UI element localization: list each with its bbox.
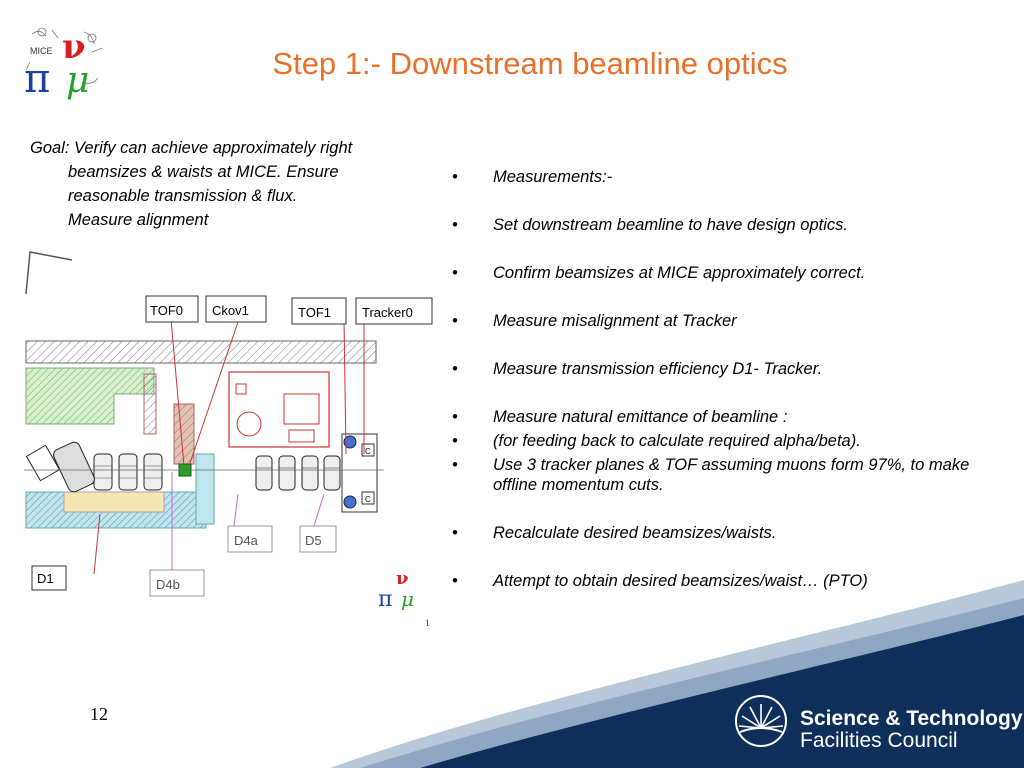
bullet-item: • Confirm beamsizes at MICE approximately… (452, 263, 1017, 283)
bullet-text: (for feeding back to calculate required … (493, 432, 861, 450)
label-d4a: D4a (234, 533, 259, 548)
bullet-text: Confirm beamsizes at MICE approximately … (493, 264, 866, 282)
bullet-text: Recalculate desired beamsizes/waists. (493, 524, 777, 542)
label-d1: D1 (37, 571, 54, 586)
bullet-item: • Attempt to obtain desired beamsizes/wai… (452, 571, 1017, 591)
svg-text:MICE: MICE (30, 46, 53, 56)
bullet-symbol: • (452, 408, 458, 426)
label-tof0: TOF0 (150, 303, 183, 318)
bullet-text: Set downstream beamline to have design o… (493, 216, 848, 234)
label-d5: D5 (305, 533, 322, 548)
svg-text:μ: μ (401, 587, 414, 611)
stfc-sun-icon (735, 695, 787, 747)
bullet-item: • Measure transmission efficiency D1- Tra… (452, 359, 1017, 379)
bullet-symbol: • (452, 572, 458, 590)
stfc-line1: Science & Technology (800, 707, 1023, 730)
bullet-symbol: • (452, 264, 458, 282)
svg-text:C: C (365, 495, 371, 504)
bullet-text: Measure natural emittance of beamline : (493, 408, 788, 426)
bullet-symbol: • (452, 168, 458, 186)
stfc-line2: Facilities Council (800, 729, 958, 752)
bullet-symbol: • (452, 312, 458, 330)
footnote-mark: 1 (425, 618, 430, 628)
label-tracker0: Tracker0 (362, 305, 413, 320)
bullet-text: Measure transmission efficiency D1- Trac… (493, 360, 823, 378)
bullet-item: • Recalculate desired beamsizes/waists. (452, 523, 1017, 543)
goal-line: reasonable transmission & flux. (68, 187, 298, 205)
bullet-symbol: • (452, 456, 458, 474)
mice-logo-small: ν π μ (378, 568, 414, 612)
page-number: 12 (90, 704, 108, 724)
goal-line: Goal: Verify can achieve approximately r… (30, 139, 353, 157)
bullet-item: • Measurements:- (452, 167, 1017, 187)
bullet-item: • (for feeding back to calculate required… (452, 431, 1017, 451)
bullet-text: Use 3 tracker planes & TOF assuming muon… (493, 456, 970, 494)
bullet-item: • Set downstream beamline to have design … (452, 215, 1017, 235)
bullet-item: • Measure misalignment at Tracker (452, 311, 1017, 331)
label-ckov1: Ckov1 (212, 303, 249, 318)
beamline-diagram: C C TOF0 Ckov1 TOF1 Tracker0 D1 D4a D5 D… (24, 251, 433, 612)
bullet-item: • Use 3 tracker planes & TOF assuming muo… (452, 455, 1017, 495)
svg-text:ν: ν (62, 27, 86, 67)
bullet-text: Attempt to obtain desired beamsizes/wais… (493, 572, 868, 590)
goal-line: Measure alignment (68, 211, 209, 229)
bullet-text: Measurements:- (493, 168, 613, 186)
label-d4b: D4b (156, 577, 180, 592)
slide-title: Step 1:- Downstream beamline optics (272, 46, 788, 81)
bullet-symbol: • (452, 216, 458, 234)
svg-text:C: C (365, 447, 371, 456)
stfc-name: Science & Technology Facilities Council (800, 708, 1023, 752)
bullet-symbol: • (452, 360, 458, 378)
bullet-text: Measure misalignment at Tracker (493, 312, 737, 330)
bullet-symbol: • (452, 524, 458, 542)
bullet-item: • Measure natural emittance of beamline : (452, 407, 1017, 427)
mice-logo: MICE ν π μ (24, 27, 103, 100)
svg-text:μ: μ (66, 60, 89, 100)
goal-line: beamsizes & waists at MICE. Ensure (68, 163, 339, 181)
bullet-list: • Measurements:- • Set downstream beamline … (452, 167, 1017, 591)
svg-text:π: π (24, 56, 50, 100)
label-tof1: TOF1 (298, 305, 331, 320)
bullet-symbol: • (452, 432, 458, 450)
goal-text: Goal: Verify can achieve approximately r… (30, 136, 430, 232)
svg-text:π: π (378, 587, 392, 612)
svg-text:ν: ν (396, 568, 409, 589)
